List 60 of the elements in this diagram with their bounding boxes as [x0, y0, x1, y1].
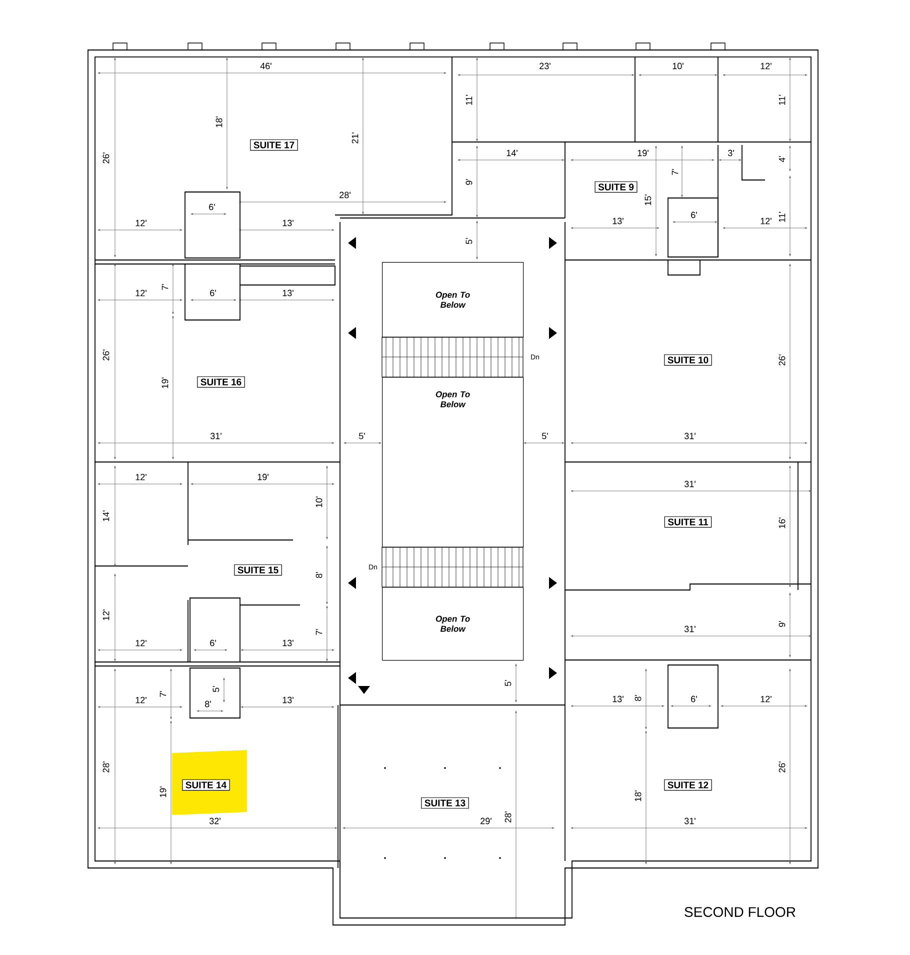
dimension-label: 31'	[684, 480, 696, 488]
suite-label: SUITE 12	[664, 779, 712, 791]
dimension-label: 18'	[215, 116, 223, 128]
suite-label: SUITE 15	[234, 564, 282, 576]
dimension-label: 31'	[684, 432, 696, 440]
dimension-label: 12'	[134, 289, 148, 297]
dimension-label: 3'	[727, 149, 735, 157]
dimension-label: 13'	[612, 217, 624, 225]
dimension-label: 31'	[210, 432, 222, 440]
open-area: Open To Below	[382, 587, 524, 661]
dimension-label: 6'	[690, 695, 698, 703]
dimension-label: 13'	[612, 695, 624, 703]
dimension-label: 16'	[778, 516, 786, 530]
dimension-label: 28'	[102, 760, 110, 774]
dimension-label: 28'	[504, 810, 512, 824]
dimension-label: 26'	[778, 760, 786, 774]
dimension-label: 9'	[465, 178, 473, 186]
dimension-label: 19'	[159, 786, 167, 798]
dimension-label: 23'	[538, 62, 552, 70]
dimension-label: 19'	[636, 149, 650, 157]
dimension-label: 31'	[684, 817, 696, 825]
dimension-label: 8'	[315, 571, 323, 579]
suite-label: SUITE 14	[182, 779, 230, 791]
suite-label: SUITE 16	[197, 376, 245, 388]
dimension-label: 8'	[634, 694, 642, 702]
suite-label: SUITE 10	[664, 354, 712, 366]
dimension-label: 12'	[760, 62, 772, 70]
dimension-label: 19'	[256, 473, 270, 481]
dimension-label: 13'	[282, 219, 294, 227]
open-area: Open To Below	[382, 377, 524, 548]
dimension-label: 18'	[634, 790, 642, 802]
dimension-label: 19'	[161, 376, 169, 390]
dimension-label: 26'	[102, 152, 110, 164]
dimension-label: 12'	[134, 473, 148, 481]
dimension-label: 26'	[102, 348, 110, 362]
dimension-label: 26'	[778, 354, 786, 366]
dimension-label: 8'	[204, 700, 212, 708]
floor-title: SECOND FLOOR	[684, 907, 796, 917]
dimension-label: 13'	[282, 696, 294, 704]
dimension-label: 31'	[684, 625, 696, 633]
dimension-label: 6'	[690, 211, 698, 219]
suite-label: SUITE 13	[421, 797, 469, 809]
dimension-label: 6'	[208, 203, 216, 211]
dimension-label: 12'	[134, 219, 148, 227]
dimension-label: 6'	[209, 289, 217, 297]
open-area: Open To Below	[382, 262, 524, 338]
dimension-label: 29'	[480, 817, 492, 825]
dimension-label: 46'	[260, 62, 272, 70]
dimension-label: 13'	[282, 639, 294, 647]
dimension-label: 6'	[209, 639, 217, 647]
dimension-label: 13'	[282, 289, 294, 297]
suite-label: SUITE 9	[594, 181, 638, 193]
dimension-label: 10'	[672, 62, 684, 70]
suite-label: SUITE 11	[664, 516, 712, 528]
dimension-label: 12'	[760, 217, 772, 225]
dimension-label: 28'	[338, 191, 352, 199]
dimension-label: 32'	[208, 817, 222, 825]
suite-label: SUITE 17	[250, 139, 298, 151]
dimension-label: 9'	[778, 620, 786, 628]
dimension-label: 10'	[315, 496, 323, 508]
